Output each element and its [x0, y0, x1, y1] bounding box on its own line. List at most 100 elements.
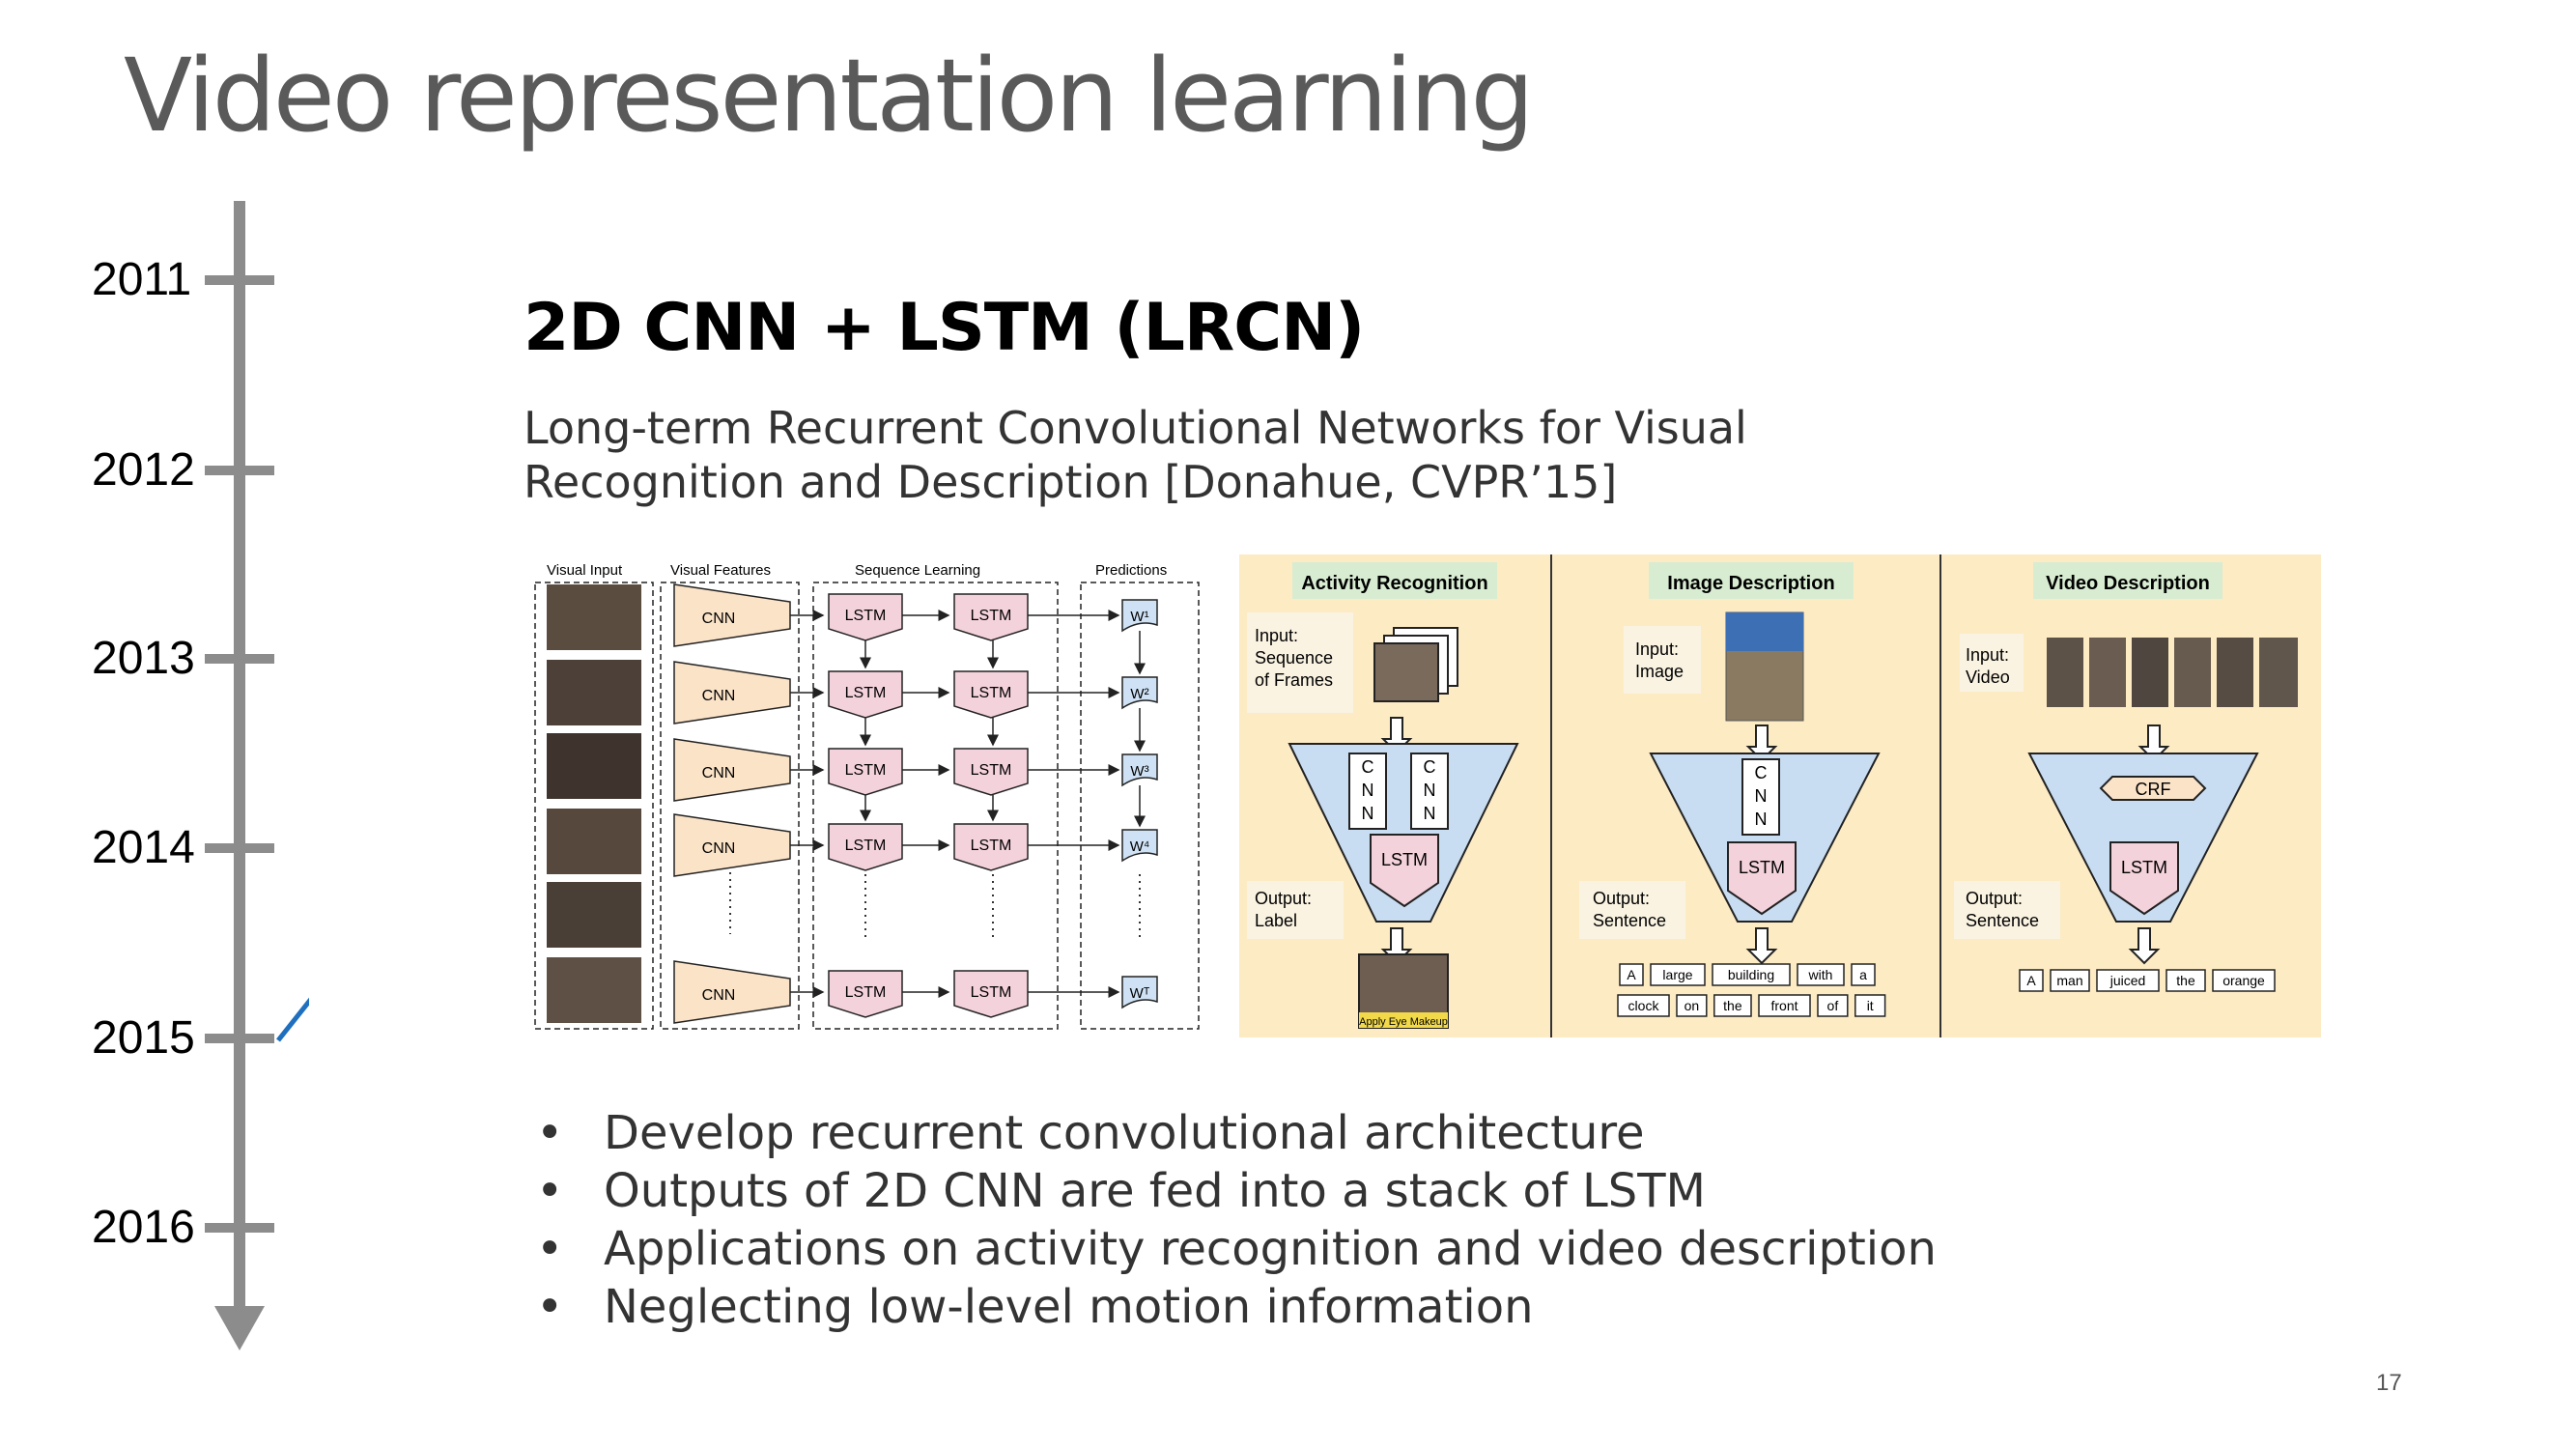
lrcn-architecture-diagram: Visual Input Visual Features Sequence Le… — [524, 555, 1209, 1037]
word-box — [1712, 963, 1791, 986]
lstm-block — [828, 593, 903, 641]
svg-text:C: C — [1755, 763, 1768, 782]
diagram-header-predictions: Predictions — [1095, 562, 1167, 579]
svg-text:C: C — [1424, 757, 1436, 777]
word-label: front — [1770, 998, 1798, 1013]
bullet-glyph: • — [536, 1164, 564, 1218]
word-box — [1713, 994, 1752, 1017]
lstm-label: LSTM — [845, 762, 887, 779]
prediction-word-block — [1121, 599, 1158, 633]
lstm-block — [828, 748, 903, 796]
prediction-label: W⁴ — [1130, 838, 1150, 855]
bullet-text: Outputs of 2D CNN are fed into a stack o… — [604, 1164, 1706, 1218]
bullet-list: • Develop recurrent convolutional archite… — [536, 1104, 1937, 1336]
panel-title: Activity Recognition — [1301, 573, 1487, 594]
word-label: orange — [2222, 973, 2265, 988]
year-label-2014: 2014 — [92, 822, 195, 873]
prediction-word-block — [1121, 753, 1158, 787]
crf-block — [2099, 776, 2207, 801]
prediction-word-block — [1121, 676, 1158, 710]
cnn-block — [1410, 753, 1449, 830]
year-label-2016: 2016 — [92, 1202, 195, 1253]
output-label-line2: Sentence — [1593, 911, 1666, 930]
word-box — [2019, 969, 2044, 992]
year-label-2015: 2015 — [92, 1012, 195, 1064]
page-number: 17 — [2376, 1370, 2402, 1396]
word-box — [1797, 963, 1845, 986]
panel-title-bg — [1292, 562, 1497, 599]
video-frame-thumbnail — [547, 733, 641, 799]
svg-text:N: N — [1755, 786, 1768, 806]
year-label-2013: 2013 — [92, 633, 195, 684]
word-label: the — [2176, 973, 2195, 988]
input-label-line3: of Frames — [1255, 670, 1333, 690]
lstm-label: LSTM — [971, 838, 1012, 854]
word-label: A — [1627, 967, 1636, 982]
panel-video-description: Video Description Input: Video CRF LSTM … — [1954, 562, 2298, 992]
frames-thumbnail — [1373, 642, 1439, 702]
input-label-line2: Sequence — [1255, 648, 1333, 668]
diagram-header-visual-input: Visual Input — [547, 562, 623, 579]
lstm-block — [953, 593, 1029, 641]
word-label: on — [1684, 998, 1700, 1013]
svg-text:CRF: CRF — [2136, 780, 2171, 799]
prediction-label: W² — [1130, 686, 1148, 702]
word-box — [2050, 969, 2090, 992]
word-box — [1619, 963, 1644, 986]
network-funnel — [1288, 743, 1519, 923]
paper-citation-line1: Long-term Recurrent Convolutional Networ… — [524, 402, 1747, 454]
bullet-glyph: • — [536, 1222, 564, 1276]
word-label: it — [1867, 998, 1874, 1013]
output-label-line2: Sentence — [1966, 911, 2039, 930]
word-label: juiced — [2109, 973, 2146, 988]
word-box — [1676, 994, 1708, 1017]
svg-text:C: C — [1362, 757, 1374, 777]
word-label: of — [1827, 998, 1839, 1013]
panel-title: Image Description — [1667, 573, 1834, 594]
word-label: the — [1723, 998, 1742, 1013]
video-frame-thumbnail — [547, 957, 641, 1023]
bullet-item: •Neglecting low-level motion information — [536, 1278, 1937, 1336]
svg-text:N: N — [1362, 781, 1374, 800]
cnn-block — [673, 661, 791, 724]
cnn-label: CNN — [702, 688, 736, 704]
lrcn-tasks-diagram: Activity Recognition Input: Sequence of … — [1239, 554, 2321, 1037]
year-label-2012: 2012 — [92, 444, 195, 496]
paper-citation-line2: Recognition and Description [Donahue, CV… — [524, 456, 1618, 508]
section-subtitle: 2D CNN + LSTM (LRCN) — [524, 290, 1365, 366]
prediction-label: Wᵀ — [1130, 985, 1150, 1002]
word-box — [1650, 963, 1706, 986]
word-label: a — [1859, 967, 1867, 982]
paper-citation: Long-term Recurrent Convolutional Networ… — [524, 401, 1747, 509]
bullet-text: Applications on activity recognition and… — [604, 1222, 1937, 1276]
prediction-label: W¹ — [1130, 609, 1148, 625]
output-label: Output: — [1255, 889, 1312, 908]
lstm-block — [828, 823, 903, 871]
cnn-block — [673, 583, 791, 647]
lstm-label: LSTM — [971, 762, 1012, 779]
video-frames-strip — [2047, 638, 2298, 707]
input-label-line2: Video — [1966, 668, 2010, 687]
output-label: Output: — [1966, 889, 2023, 908]
timeline-arrowhead — [214, 1306, 265, 1350]
bullet-item: • Applications on activity recognition an… — [536, 1220, 1937, 1278]
panel-image-description: Image Description Input: Image C N N LST… — [1579, 562, 1886, 1017]
lstm-label: LSTM — [971, 608, 1012, 624]
word-box — [2212, 969, 2276, 992]
output-label: Output: — [1593, 889, 1650, 908]
input-label: Input: — [1635, 639, 1679, 659]
bullet-text: Neglecting low-level motion information — [604, 1280, 1534, 1334]
word-box — [2096, 969, 2160, 992]
word-box — [1851, 963, 1876, 986]
lstm-block — [953, 970, 1029, 1018]
word-label: large — [1662, 967, 1692, 982]
lstm-block — [828, 970, 903, 1018]
slide-title: Video representation learning — [124, 37, 1535, 155]
lstm-block — [828, 670, 903, 719]
cnn-block — [673, 738, 791, 802]
timeline-pointer — [276, 997, 309, 1042]
bullet-text: Develop recurrent convolutional architec… — [604, 1106, 1645, 1160]
timeline — [205, 201, 309, 1350]
input-label: Input: — [1255, 626, 1298, 645]
word-label: clock — [1628, 998, 1660, 1013]
